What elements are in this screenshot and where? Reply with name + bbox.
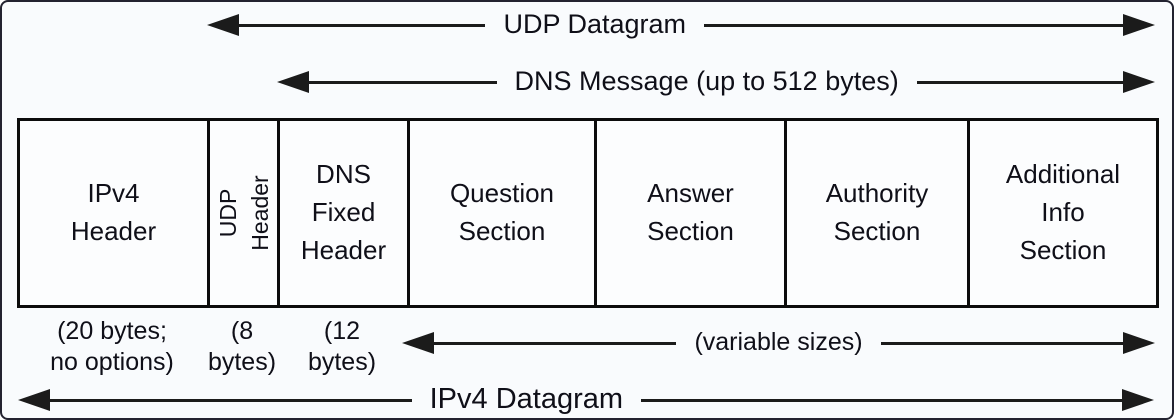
box-label: Additional Info Section (1005, 159, 1121, 265)
ipv4-datagram-label: IPv4 Datagram (429, 382, 624, 415)
arrow-line (641, 398, 1122, 402)
arrow-right-head-icon (1123, 71, 1155, 93)
arrow-line (239, 23, 486, 27)
box-label: Authority Section (825, 178, 929, 246)
arrow-right-head-icon (1123, 14, 1155, 36)
size-note-udp-header: (8 bytes) (207, 317, 277, 377)
variable-sizes-span-arrow: (variable sizes) (402, 327, 1156, 357)
box-label-rotated: UDP Header (214, 175, 273, 251)
ipv4-datagram-span-arrow: IPv4 Datagram (18, 382, 1154, 415)
udp-datagram-label: UDP Datagram (503, 8, 687, 39)
box-label: Answer Section (647, 178, 734, 246)
udp-datagram-span-arrow: UDP Datagram (207, 8, 1155, 39)
arrow-left-head-icon (277, 71, 309, 93)
box-authority-section: Authority Section (784, 121, 967, 305)
box-label: Question Section (449, 178, 555, 246)
box-ipv4-header: IPv4 Header (20, 121, 207, 305)
arrow-line (50, 398, 412, 402)
arrow-line (704, 23, 1123, 27)
arrow-line (309, 80, 497, 84)
box-dns-fixed-header: DNS Fixed Header (277, 121, 407, 305)
box-answer-section: Answer Section (594, 121, 784, 305)
arrow-left-head-icon (18, 389, 50, 411)
variable-sizes-label: (variable sizes) (694, 327, 863, 356)
arrow-left-head-icon (402, 332, 434, 354)
arrow-right-head-icon (1122, 389, 1154, 411)
encapsulation-boxes: IPv4 Header UDP Header DNS Fixed Header … (17, 118, 1159, 308)
dns-message-label: DNS Message (up to 512 bytes) (514, 65, 899, 96)
size-note-ipv4-header: (20 bytes; no options) (50, 317, 174, 377)
box-label: DNS Fixed Header (300, 159, 387, 265)
arrow-line (916, 80, 1123, 84)
arrow-left-head-icon (207, 14, 239, 36)
arrow-line (434, 341, 677, 345)
box-udp-header: UDP Header (207, 121, 277, 305)
box-label: IPv4 Header (70, 178, 157, 246)
box-additional-info-section: Additional Info Section (967, 121, 1156, 305)
dns-message-span-arrow: DNS Message (up to 512 bytes) (277, 65, 1155, 96)
size-note-dns-fixed-header: (12 bytes) (307, 317, 377, 377)
box-question-section: Question Section (407, 121, 594, 305)
arrow-right-head-icon (1123, 332, 1156, 354)
arrow-line (880, 341, 1124, 345)
